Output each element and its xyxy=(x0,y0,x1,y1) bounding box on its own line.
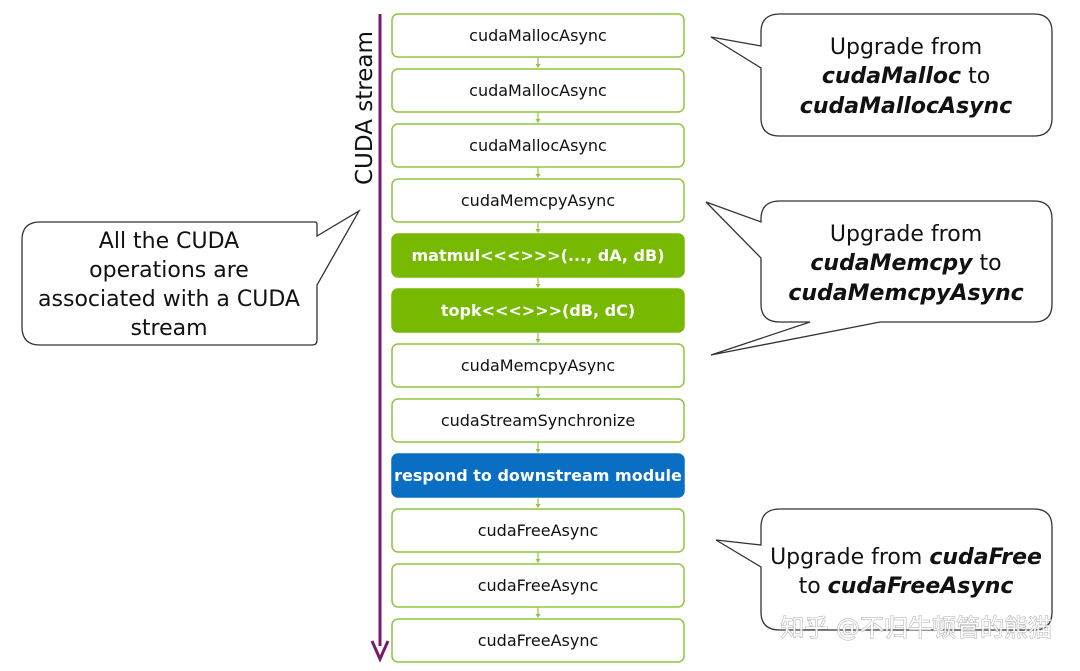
callout-memcpy-new-api: cudaMemcpyAsync xyxy=(788,281,1023,306)
callout-free-old-api: cudaFree xyxy=(929,545,1042,570)
callout-left-line-3: associated with a CUDA xyxy=(38,287,300,312)
stream-step-box xyxy=(391,618,685,663)
stream-step-label: cudaMemcpyAsync xyxy=(461,356,615,375)
stream-step-connector-head xyxy=(535,559,541,563)
callout-free-upgrade-from: Upgrade from xyxy=(770,545,929,570)
callout-memcpy-to: to xyxy=(973,251,1002,276)
stream-step-label: cudaFreeAsync xyxy=(478,631,599,650)
stream-step-connector-head xyxy=(535,449,541,453)
callout-free-line-1: Upgrade from cudaFree xyxy=(770,545,1042,570)
stream-step-5: matmul<<<>>>(..., dA, dB) xyxy=(391,233,685,288)
stream-step-label: cudaFreeAsync xyxy=(478,576,599,595)
callout-free-bubble xyxy=(715,508,1053,631)
callout-free-new-api: cudaFreeAsync xyxy=(828,574,1014,599)
stream-arrow xyxy=(370,14,390,663)
callout-malloc-new-api: cudaMallocAsync xyxy=(800,94,1012,119)
stream-step-connector-head xyxy=(535,64,541,68)
stream-step-2: cudaMallocAsync xyxy=(391,68,685,123)
callout-malloc-old-api: cudaMalloc xyxy=(822,64,961,89)
callout-left-bubble xyxy=(21,209,361,346)
callout-malloc-line-2: cudaMalloc to xyxy=(822,64,990,89)
callout-memcpy-line-2: cudaMemcpy to xyxy=(810,251,1001,276)
callout-free-to: to xyxy=(799,574,828,599)
stream-label: CUDA stream xyxy=(352,31,378,185)
stream-step-7: cudaMemcpyAsync xyxy=(391,343,685,398)
stream-step-label: matmul<<<>>>(..., dA, dB) xyxy=(411,246,664,265)
stream-step-connector-head xyxy=(535,614,541,618)
stream-step-label: cudaMallocAsync xyxy=(469,26,607,45)
callout-malloc: Upgrade from cudaMalloc to cudaMallocAsy… xyxy=(710,13,1053,137)
callout-malloc-line-1: Upgrade from xyxy=(830,35,982,60)
callout-memcpy-bubble xyxy=(705,200,1053,356)
stream-step-10: cudaFreeAsync xyxy=(391,508,685,563)
stream-step-label: respond to downstream module xyxy=(394,466,682,485)
stream-step-connector-head xyxy=(535,119,541,123)
stream-step-label: topk<<<>>>(dB, dC) xyxy=(441,301,635,320)
stream-step-connector-head xyxy=(535,229,541,233)
callout-malloc-bubble xyxy=(710,13,1053,137)
callout-memcpy-line-1: Upgrade from xyxy=(830,222,982,247)
stream-step-connector-head xyxy=(535,174,541,178)
stream-arrow-head xyxy=(370,640,390,663)
stream-step-connector-head xyxy=(535,284,541,288)
stream-step-label: cudaMallocAsync xyxy=(469,136,607,155)
stream-step-label: cudaFreeAsync xyxy=(478,521,599,540)
callout-malloc-to: to xyxy=(961,64,990,89)
callout-left: All the CUDA operations are associated w… xyxy=(21,209,361,346)
callout-memcpy: Upgrade from cudaMemcpy to cudaMemcpyAsy… xyxy=(705,200,1053,356)
stream-step-6: topk<<<>>>(dB, dC) xyxy=(391,288,685,343)
callout-left-line-1: All the CUDA xyxy=(99,229,239,254)
callout-memcpy-old-api: cudaMemcpy xyxy=(810,251,974,276)
callout-left-line-2: operations are xyxy=(89,258,249,283)
callout-free: Upgrade from cudaFree to cudaFreeAsync xyxy=(715,508,1053,631)
stream-steps: cudaMallocAsync cudaMallocAsync cudaMalloc… xyxy=(391,13,685,663)
callout-left-line-4: stream xyxy=(130,316,207,341)
stream-step-label: cudaMemcpyAsync xyxy=(461,191,615,210)
stream-step-label: cudaMallocAsync xyxy=(469,81,607,100)
stream-step-connector-head xyxy=(535,339,541,343)
stream-step-label: cudaStreamSynchronize xyxy=(441,411,635,430)
stream-step-9: respond to downstream module xyxy=(391,453,685,508)
watermark: 知乎 @不归牛顿管的熊猫 xyxy=(780,614,1052,642)
stream-step-3: cudaMallocAsync xyxy=(391,123,685,178)
stream-step-connector-head xyxy=(535,504,541,508)
stream-step-4: cudaMemcpyAsync xyxy=(391,178,685,233)
stream-step-11: cudaFreeAsync xyxy=(391,563,685,618)
stream-step-8: cudaStreamSynchronize xyxy=(391,398,685,453)
stream-step-1: cudaMallocAsync xyxy=(391,13,685,68)
stream-step-connector-head xyxy=(535,394,541,398)
stream-step-12: cudaFreeAsync xyxy=(391,618,685,663)
callout-free-line-2: to cudaFreeAsync xyxy=(799,574,1014,599)
